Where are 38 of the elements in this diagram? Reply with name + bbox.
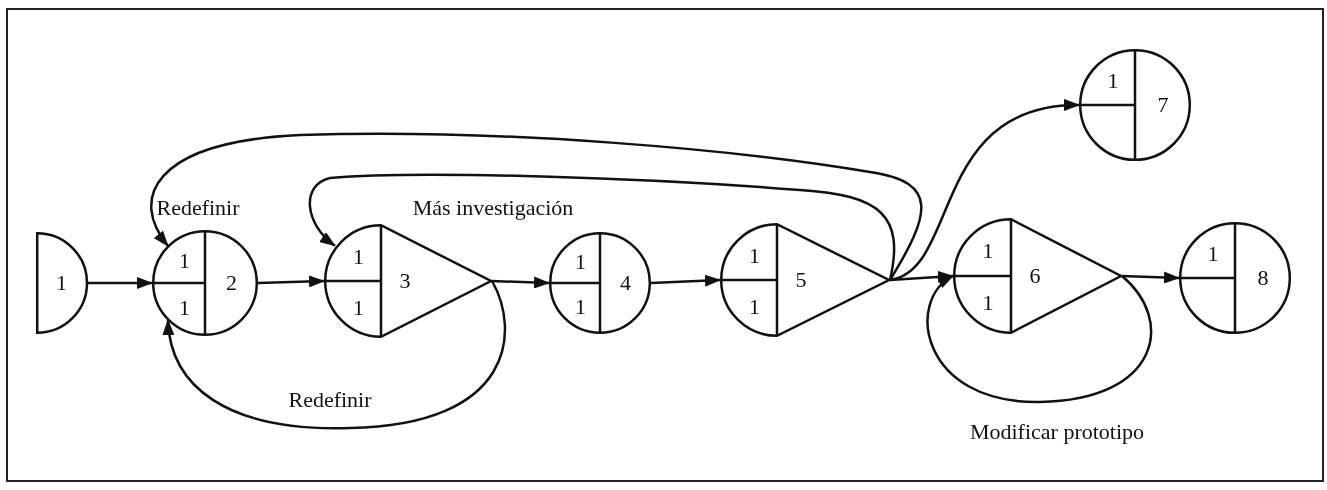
arrow — [1121, 271, 1180, 284]
gert-node — [549, 232, 651, 334]
gert-node — [1179, 222, 1291, 334]
node-parameter: 1 — [749, 295, 760, 318]
node-number: 5 — [795, 269, 807, 291]
node-parameter: 1 — [1207, 243, 1219, 265]
arrow — [150, 132, 923, 281]
node-number: 4 — [620, 272, 631, 294]
arrow — [889, 100, 1080, 282]
node-number: 7 — [1157, 94, 1169, 116]
node-parameter: 1 — [353, 245, 364, 268]
node-number: 3 — [399, 270, 411, 292]
node-number: 6 — [1029, 265, 1041, 287]
node-number: 1 — [56, 272, 67, 294]
node-number: 8 — [1257, 267, 1269, 289]
gert-node — [953, 218, 1122, 334]
node-parameter: 1 — [575, 295, 586, 318]
arrow — [163, 280, 507, 430]
node-parameter: 1 — [982, 292, 994, 314]
node-parameter: 1 — [179, 296, 190, 319]
arrow — [87, 277, 153, 289]
arrow — [650, 274, 721, 287]
node-parameter: 1 — [179, 249, 190, 272]
node-parameter: 1 — [575, 250, 586, 273]
node-parameter: 1 — [1107, 70, 1119, 92]
node-parameter: 1 — [353, 296, 364, 319]
gert-node — [152, 230, 258, 336]
gert-node — [720, 223, 890, 337]
gert-node — [36, 232, 87, 334]
loop-arrow — [926, 274, 1153, 404]
arrow — [308, 173, 896, 281]
gert-node — [1079, 49, 1191, 161]
node-parameter: 1 — [749, 244, 760, 267]
gert-node — [324, 224, 492, 338]
node-parameter: 1 — [982, 240, 994, 262]
arrow — [257, 275, 325, 288]
node-number: 2 — [226, 272, 237, 294]
arrow — [491, 276, 550, 289]
